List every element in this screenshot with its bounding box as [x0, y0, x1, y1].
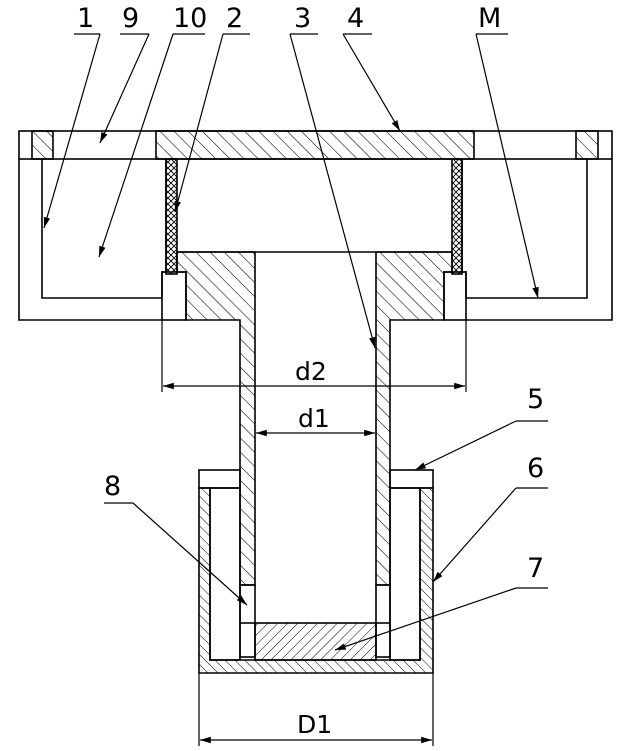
- lower-cylinder: [198, 469, 434, 674]
- piston: [161, 251, 467, 658]
- dimension-d2: d2: [161, 320, 467, 392]
- d1-label: d1: [298, 404, 330, 433]
- callout-2: 2: [226, 3, 243, 34]
- callout-7: 7: [527, 553, 544, 584]
- right-seal: [451, 158, 463, 275]
- D1-label: D1: [297, 710, 332, 739]
- callout-3: 3: [294, 3, 311, 34]
- callout-8: 8: [104, 471, 121, 502]
- left-seal: [165, 158, 178, 275]
- callout-6: 6: [527, 453, 544, 484]
- housing: [18, 159, 613, 321]
- d2-label: d2: [295, 357, 327, 386]
- left-plate-hatch: [31, 130, 54, 160]
- callout-4: 4: [347, 3, 364, 34]
- dimension-d1: d1: [256, 404, 375, 437]
- callout-M: M: [478, 3, 501, 34]
- callouts: 1 9 10 2 3 4 M 5 6 7: [43, 3, 548, 651]
- right-plate-hatch: [575, 130, 599, 160]
- callout-1: 1: [77, 3, 94, 34]
- callout-9: 9: [122, 3, 139, 34]
- center-plate-hatch: [155, 130, 475, 160]
- top-plate: [18, 130, 613, 160]
- callout-10: 10: [173, 3, 207, 34]
- callout-5: 5: [527, 384, 544, 415]
- dimension-D1: D1: [198, 673, 434, 746]
- bottom-plug: [254, 622, 377, 661]
